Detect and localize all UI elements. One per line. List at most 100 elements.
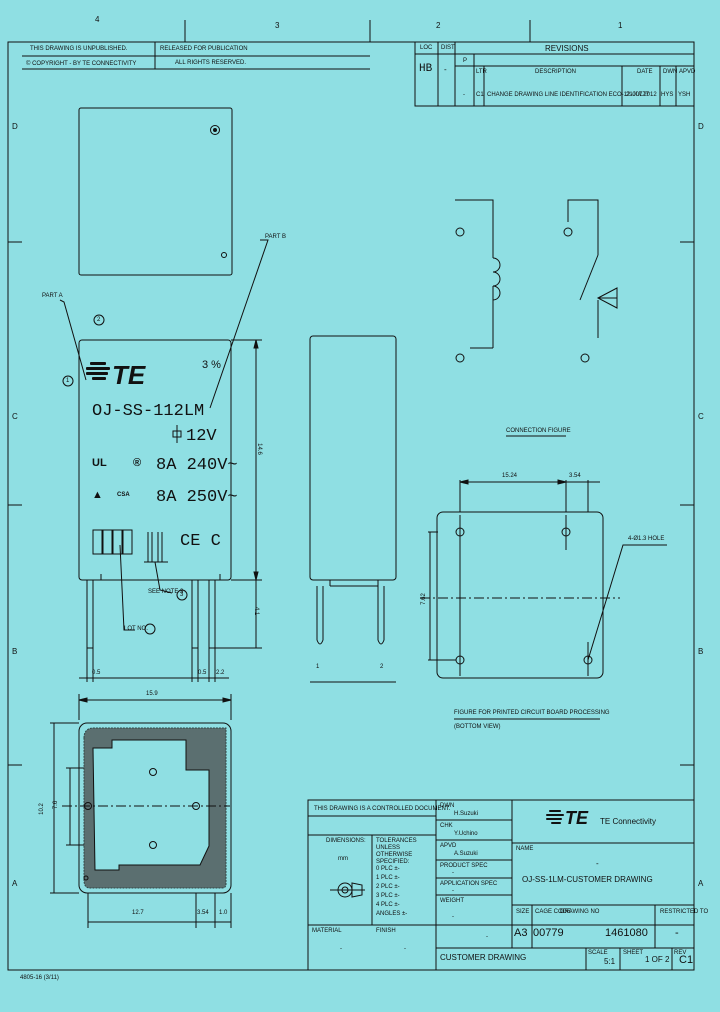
zone-row-a: A <box>12 879 18 888</box>
zone-row-d: D <box>12 122 18 131</box>
name-label: NAME <box>516 846 534 852</box>
dist-label: DIST <box>441 45 455 51</box>
rev-header-dwn: DWN <box>663 69 678 75</box>
scale-value: 5:1 <box>604 957 616 966</box>
material-value: - <box>340 946 342 952</box>
pin-label-2: 2 <box>380 664 384 670</box>
weight-value: - <box>452 914 454 920</box>
product-spec-value: - <box>452 870 454 876</box>
dim-base-c: 1.0 <box>219 910 228 916</box>
tol-row-1: 1 PLC ±- <box>376 875 400 881</box>
dash-blank: - <box>486 934 488 940</box>
rev-row-desc: CHANGE DRAWING LINE IDENTIFICATION ECO-1… <box>487 92 650 98</box>
dim-total-h: 10.2 <box>38 803 45 815</box>
part-model: OJ-SS-112LM <box>92 402 205 421</box>
finish-value: - <box>404 946 406 952</box>
bom-note: SEE NOTE 3 <box>148 589 184 595</box>
tol-row-4: 4 PLC ±- <box>376 902 400 908</box>
sheet-label: SHEET <box>623 950 644 956</box>
tol-row-0: 0 PLC ±- <box>376 866 400 872</box>
tolerances-label: TOLERANCES UNLESS OTHERWISE SPECIFIED: <box>376 838 417 865</box>
title-block <box>307 799 695 971</box>
chk-name: Y.Uchino <box>454 831 478 837</box>
dim-base-b: 3.54 <box>197 910 209 916</box>
part-a-label: PART A <box>42 293 63 299</box>
zone-row-b: B <box>12 647 18 656</box>
cage-label: CAGE CODE <box>535 909 572 915</box>
pcb-height: 7.62 <box>420 593 427 605</box>
zone-row-c-right: C <box>698 412 704 421</box>
pcb-gap: 3.54 <box>569 473 581 479</box>
csa-mark: CSA <box>117 492 130 498</box>
rev-row-apvd: YSH <box>678 92 691 98</box>
zone-col-4: 4 <box>95 15 100 24</box>
pcb-pitch: 15.24 <box>502 473 518 479</box>
released-for: RELEASED FOR PUBLICATION <box>160 46 248 52</box>
zone-col-3: 3 <box>275 21 280 30</box>
dim-pin-t: 2.2 <box>216 670 225 676</box>
drawing-name: OJ-SS-1LM-CUSTOMER DRAWING <box>522 875 653 884</box>
appvd-name: A.Suzuki <box>454 851 478 857</box>
scale-label: SCALE <box>588 950 608 956</box>
tol-row-2: 2 PLC ±- <box>376 884 400 890</box>
part-b-label: PART B <box>265 234 287 240</box>
dim-pitch-left: 0.5 <box>92 670 101 676</box>
rev-row-ltr: C1 <box>476 92 484 98</box>
rev-header-ltr: LTR <box>476 69 487 75</box>
dim-inner-h: 7.6 <box>53 800 60 810</box>
dim-pin-length: 4.1 <box>253 606 260 616</box>
dwg-no-label: DRAWING NO <box>560 909 600 915</box>
mark-2: 2 <box>97 317 101 323</box>
dimensions-label: DIMENSIONS: <box>326 838 366 844</box>
finish-label: FINISH <box>376 928 396 934</box>
date-code: 3 % <box>202 359 221 371</box>
dim-height: 14.6 <box>255 443 262 455</box>
rev-row-p: - <box>463 92 465 98</box>
cage-code: 00779 <box>533 927 564 939</box>
dim-pin-w: 0.5 <box>198 670 207 676</box>
company-name: TE Connectivity <box>600 817 657 826</box>
dist-value: - <box>444 65 447 74</box>
rev-row-date: 21JUL2012 <box>626 92 657 98</box>
coil-voltage: 12V <box>186 427 217 446</box>
te-logo-relay: TE <box>86 360 156 392</box>
app-spec-value: - <box>452 888 454 894</box>
controlled-document: THIS DRAWING IS A CONTROLLED DOCUMENT. <box>314 806 451 812</box>
rights-reserved: ALL RIGHTS RESERVED. <box>175 60 247 66</box>
revisions-title: REVISIONS <box>545 44 589 53</box>
pcb-figure-title: FIGURE FOR PRINTED CIRCUIT BOARD PROCESS… <box>454 710 610 716</box>
pcb-hole: 4-Ø1.3 HOLE <box>628 536 665 542</box>
connection-figure-title: CONNECTION FIGURE <box>506 428 571 434</box>
dim-base-a: 12.7 <box>132 910 144 916</box>
form-number: 4805-16 (3/11) <box>20 975 59 981</box>
mark-3: 3 <box>180 592 184 598</box>
rev-header-date: DATE <box>637 69 653 75</box>
material-label: MATERIAL <box>312 928 342 934</box>
vde-triangle-icon: ▲ <box>92 489 103 501</box>
restricted-label: RESTRICTED TO <box>660 909 709 915</box>
chk-label: CHK <box>440 823 453 829</box>
size-label: SIZE <box>516 909 530 915</box>
pcb-figure-sub: (BOTTOM VIEW) <box>454 724 501 730</box>
restricted-value: - <box>675 927 679 939</box>
te-logo-titleblock: TE <box>546 808 606 834</box>
dwn-label: DWN <box>440 803 455 809</box>
rating-2: 8A 250V~ <box>156 488 238 507</box>
dwn-name: H.Suzuki <box>454 811 479 817</box>
ul-recognized-mark: ® <box>133 457 142 469</box>
product-spec-label: PRODUCT SPEC <box>440 863 488 869</box>
zone-row-b-right: B <box>698 647 704 656</box>
drawing-status: THIS DRAWING IS UNPUBLISHED. <box>30 46 128 52</box>
weight-label: WEIGHT <box>440 898 464 904</box>
name-dash: - <box>596 859 599 868</box>
rev-row-dwn: HYS <box>661 92 674 98</box>
zone-row-a-right: A <box>698 879 704 888</box>
rev-value: C1 <box>679 954 694 966</box>
zone-row-d-right: D <box>698 122 704 131</box>
drawing-number: 1461080 <box>605 927 648 939</box>
app-spec-label: APPLICATION SPEC <box>440 881 498 887</box>
rev-header-p: P <box>463 58 468 64</box>
mark-1: 1 <box>66 378 70 384</box>
tol-row-3: 3 PLC ±- <box>376 893 400 899</box>
